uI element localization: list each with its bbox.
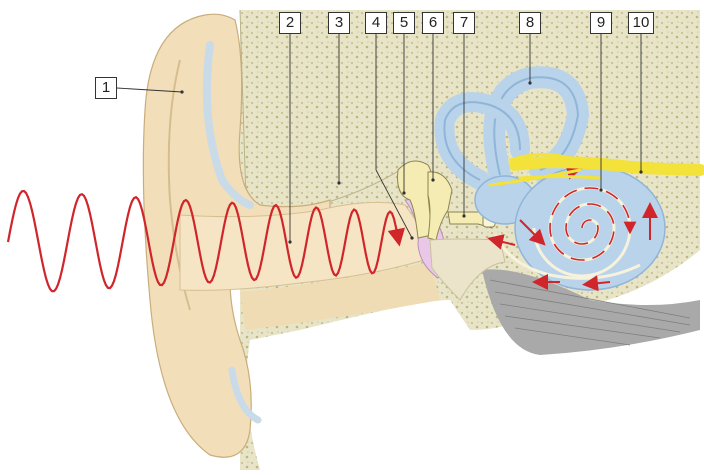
label-4: 4 xyxy=(365,12,387,34)
label-8: 8 xyxy=(519,12,541,34)
label-1: 1 xyxy=(95,77,117,99)
label-5: 5 xyxy=(393,12,415,34)
label-3: 3 xyxy=(328,12,350,34)
label-6: 6 xyxy=(422,12,444,34)
label-2: 2 xyxy=(279,12,301,34)
label-9: 9 xyxy=(590,12,612,34)
label-7: 7 xyxy=(453,12,475,34)
label-10: 10 xyxy=(628,12,654,34)
